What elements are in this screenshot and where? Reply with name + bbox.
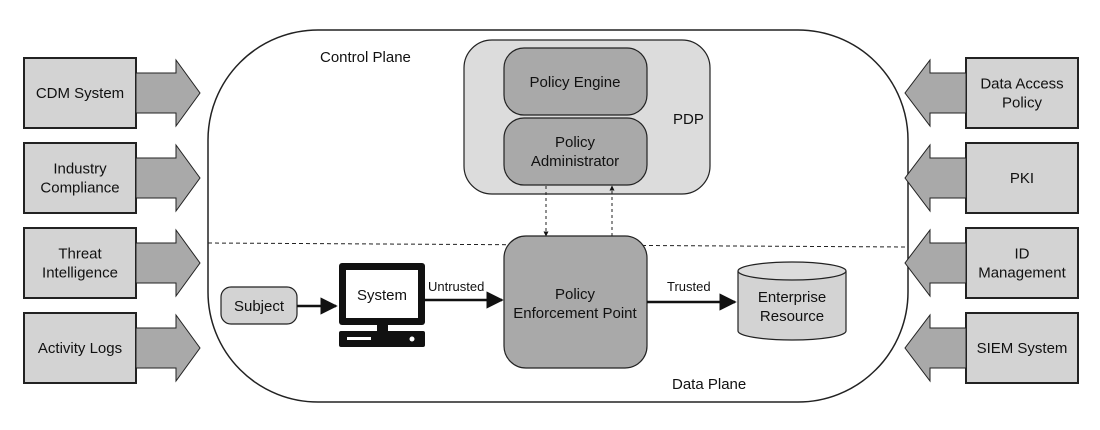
enterprise-resource-label-line2: Resource — [760, 308, 824, 325]
right-input-box-id-management — [965, 227, 1079, 299]
right-input-box-pki — [965, 142, 1079, 214]
pep-label-line2: Enforcement Point — [513, 305, 637, 322]
data-plane-label: Data Plane — [672, 376, 746, 393]
right-input-label-data-access-policy-line1: Data Access — [980, 76, 1063, 93]
pdp-group: PDP Policy Engine Policy Administrator — [463, 39, 711, 195]
enterprise-resource-cylinder — [737, 261, 847, 341]
right-input-label-siem-system-line1: SIEM System — [977, 340, 1068, 357]
left-input-label-industry-compliance-line1: Industry — [53, 161, 107, 178]
left-input-label-activity-logs-line1: Activity Logs — [38, 340, 122, 357]
right-input-arrow-data-access-policy — [904, 58, 967, 128]
right-input-label-id-management-line1: ID — [1015, 246, 1030, 263]
untrusted-label: Untrusted — [428, 279, 484, 294]
left-input-box-cdm-system — [23, 57, 137, 129]
left-input-box-activity-logs — [23, 312, 137, 384]
computer-icon — [339, 263, 425, 347]
left-input-box-industry-compliance — [23, 142, 137, 214]
left-input-arrow-cdm-system — [135, 58, 201, 128]
right-input-box-siem-system — [965, 312, 1079, 384]
right-input-arrow-pki — [904, 143, 967, 213]
right-input-box-data-access-policy — [965, 57, 1079, 129]
pdp-label: PDP — [673, 111, 704, 128]
right-input-label-data-access-policy-line2: Policy — [1002, 95, 1043, 112]
left-input-box-threat-intelligence — [23, 227, 137, 299]
control-plane-label: Control Plane — [320, 49, 411, 66]
policy-administrator-box — [503, 117, 648, 186]
subject-label: Subject — [234, 298, 285, 315]
right-input-arrow-id-management — [904, 228, 967, 298]
right-input-label-pki-line1: PKI — [1010, 170, 1034, 187]
left-input-label-industry-compliance-line2: Compliance — [40, 180, 119, 197]
trusted-label: Trusted — [667, 279, 711, 294]
system-label: System — [357, 287, 407, 304]
policy-administrator-label-line1: Policy — [555, 134, 596, 151]
left-input-sources: CDM SystemIndustryComplianceThreatIntell… — [23, 57, 201, 384]
left-input-arrow-activity-logs — [135, 313, 201, 383]
left-input-label-threat-intelligence-line1: Threat — [58, 246, 102, 263]
pep-label-line1: Policy — [555, 286, 596, 303]
left-input-arrow-threat-intelligence — [135, 228, 201, 298]
left-input-arrow-industry-compliance — [135, 143, 201, 213]
right-input-arrow-siem-system — [904, 313, 967, 383]
right-input-label-id-management-line2: Management — [978, 265, 1066, 282]
policy-engine-box — [503, 47, 648, 116]
left-input-label-cdm-system-line1: CDM System — [36, 85, 124, 102]
left-input-label-threat-intelligence-line2: Intelligence — [42, 265, 118, 282]
enterprise-resource-label-line1: Enterprise — [758, 289, 826, 306]
policy-administrator-label-line2: Administrator — [531, 153, 619, 170]
policy-engine-label: Policy Engine — [530, 74, 621, 91]
